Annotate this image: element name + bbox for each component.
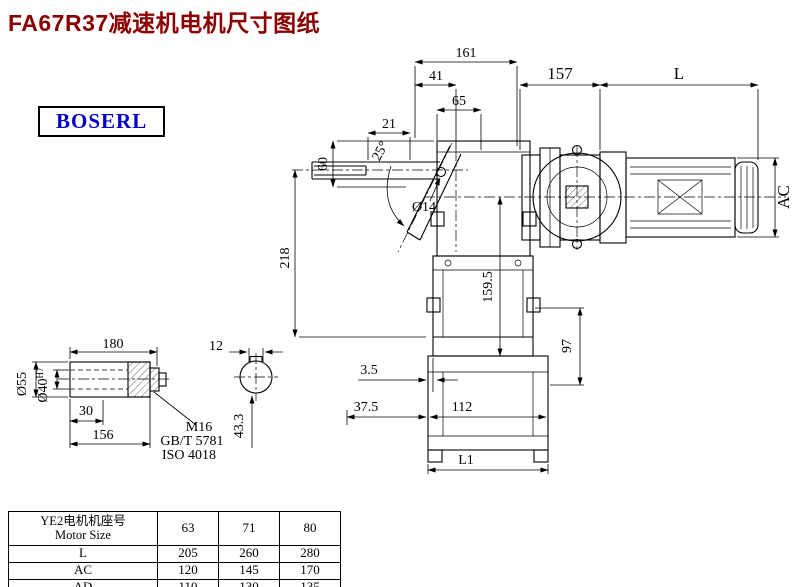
- dim-60: 60: [316, 157, 331, 171]
- cell-AC-63: 120: [157, 561, 219, 580]
- dim-97: 97: [560, 339, 575, 353]
- header-motor-size-en: Motor Size: [55, 528, 111, 543]
- cell-AD-63: 110: [157, 578, 219, 587]
- dim-180: 180: [103, 337, 124, 352]
- dim-37-5: 37.5: [354, 400, 379, 415]
- table-header-row: YE2电机机座号 Motor Size 63 71 80: [8, 511, 341, 546]
- shaft-cross-section-view: [239, 355, 273, 394]
- dim-30: 30: [79, 404, 93, 419]
- cell-AC-80: 170: [279, 561, 341, 580]
- header-size-63: 63: [157, 511, 219, 546]
- header-motor-size: YE2电机机座号 Motor Size: [8, 511, 158, 546]
- dim-65: 65: [452, 94, 466, 109]
- motor-assembly: [521, 144, 759, 250]
- row-label-L: L: [8, 544, 158, 563]
- dim-dia55: Ø55: [15, 372, 30, 396]
- table-row-AC: AC 120 145 170: [8, 561, 341, 580]
- cell-L-71: 260: [218, 544, 280, 563]
- dim-3-5: 3.5: [360, 363, 378, 378]
- brand-logo: BOSERL: [38, 106, 166, 137]
- dim-angle-25: 25°: [370, 139, 392, 163]
- dim-dia14: Ø14: [412, 200, 436, 215]
- dim-218: 218: [278, 248, 293, 269]
- dim-L: L: [674, 64, 684, 83]
- dim-41: 41: [429, 69, 443, 84]
- header-size-71: 71: [218, 511, 280, 546]
- output-shaft: [311, 161, 440, 180]
- header-motor-size-cn: YE2电机机座号: [40, 514, 126, 528]
- centerlines: [58, 142, 786, 401]
- dimension-lines: [32, 59, 779, 474]
- label-gbt-5781: GB/T 5781: [160, 434, 223, 449]
- cell-AC-71: 145: [218, 561, 280, 580]
- dim-L1: L1: [458, 453, 474, 468]
- cell-L-63: 205: [157, 544, 219, 563]
- dim-h7-tolerance: H7: [35, 367, 45, 378]
- motor-size-table: YE2电机机座号 Motor Size 63 71 80 L 205 260 2…: [8, 511, 341, 587]
- table-row-AD: AD 110 130 135: [8, 578, 341, 587]
- dimension-labels: 161 41 65 21 60 218 Ø14 25° 157 L AC 159…: [15, 46, 793, 468]
- page-title: FA67R37减速机电机尺寸图纸: [8, 10, 321, 36]
- dim-AC: AC: [774, 185, 793, 209]
- label-iso-4018: ISO 4018: [162, 448, 216, 463]
- dim-21: 21: [382, 117, 396, 132]
- dim-157: 157: [547, 64, 573, 83]
- dim-12: 12: [209, 339, 223, 354]
- row-label-AD: AD: [8, 578, 158, 587]
- dim-112: 112: [452, 400, 472, 415]
- dim-dia40h7: Ø40H7: [35, 367, 51, 403]
- table-row-L: L 205 260 280: [8, 544, 341, 563]
- shaft-detail-view: [69, 361, 167, 398]
- row-label-AC: AC: [8, 561, 158, 580]
- header-size-80: 80: [279, 511, 341, 546]
- label-m16-thread: M16: [186, 420, 212, 435]
- cell-L-80: 280: [279, 544, 341, 563]
- dim-159-5: 159.5: [481, 271, 496, 303]
- dim-43-3: 43.3: [232, 414, 247, 439]
- dim-156: 156: [93, 428, 114, 443]
- cell-AD-80: 135: [279, 578, 341, 587]
- dim-161: 161: [456, 46, 477, 61]
- cell-AD-71: 130: [218, 578, 280, 587]
- gearbox-housing: [406, 140, 549, 463]
- dim-dia40: Ø40: [36, 378, 51, 402]
